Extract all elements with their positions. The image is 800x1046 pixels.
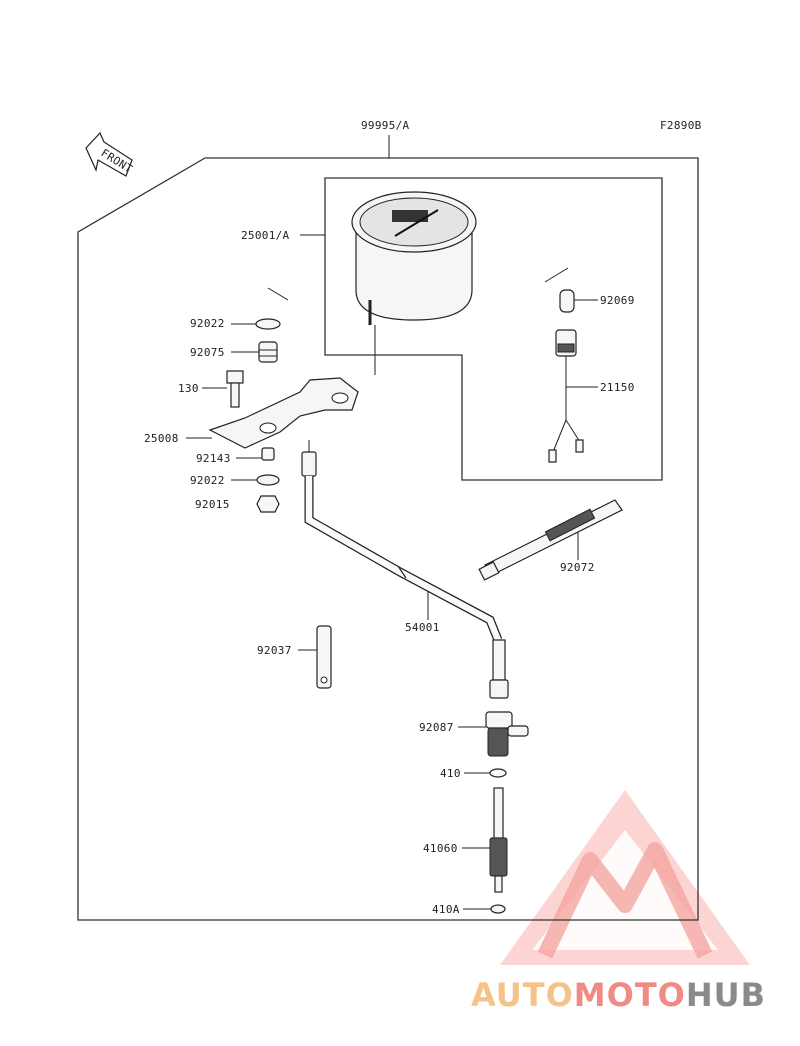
label-25001A: 25001/A bbox=[241, 229, 290, 242]
label-92022-top: 92022 bbox=[190, 317, 225, 330]
label-25008: 25008 bbox=[144, 432, 179, 445]
watermark-hub: HUB bbox=[686, 976, 766, 1014]
gear-shaft-41060 bbox=[489, 787, 508, 893]
washer-410 bbox=[489, 768, 507, 778]
label-410A: 410A bbox=[432, 903, 460, 916]
label-92022-bottom: 92022 bbox=[190, 474, 225, 487]
clamp-92037 bbox=[316, 625, 332, 689]
label-92015: 92015 bbox=[195, 498, 230, 511]
label-130: 130 bbox=[178, 382, 199, 395]
watermark-logo-icon bbox=[500, 790, 750, 965]
band-92072 bbox=[478, 499, 623, 581]
socket-wiring-21150 bbox=[548, 329, 584, 463]
label-410: 410 bbox=[440, 767, 461, 780]
nut-92015 bbox=[256, 495, 280, 513]
watermark-moto: MOTO bbox=[574, 976, 686, 1014]
speedometer-gauge bbox=[351, 191, 477, 375]
label-92069: 92069 bbox=[600, 294, 635, 307]
assembly-frame bbox=[77, 157, 699, 921]
label-92072: 92072 bbox=[560, 561, 595, 574]
label-54001: 54001 bbox=[405, 621, 440, 634]
label-99995A: 99995/A bbox=[361, 119, 410, 132]
watermark-text: AUTOMOTOHUB bbox=[471, 976, 766, 1014]
label-92037: 92037 bbox=[257, 644, 292, 657]
figure-code: F2890B bbox=[660, 119, 702, 132]
label-41060: 41060 bbox=[423, 842, 458, 855]
bulb-92069 bbox=[544, 267, 575, 313]
speedometer-cable-54001 bbox=[301, 440, 509, 699]
meter-subframe bbox=[324, 177, 663, 481]
front-arrow-icon: FRONT bbox=[85, 131, 135, 177]
label-92143: 92143 bbox=[196, 452, 231, 465]
label-21150: 21150 bbox=[600, 381, 635, 394]
watermark-auto: AUTO bbox=[471, 976, 574, 1014]
collar-92143 bbox=[261, 447, 275, 461]
bolt-130 bbox=[226, 370, 244, 408]
washer-92022-top bbox=[255, 287, 289, 330]
gear-housing-92087 bbox=[485, 711, 529, 757]
bracket-25008 bbox=[208, 377, 359, 449]
washer-410A bbox=[490, 904, 506, 914]
washer-92022-bottom bbox=[256, 474, 280, 486]
label-92075: 92075 bbox=[190, 346, 225, 359]
damper-92075 bbox=[258, 341, 278, 363]
label-92087: 92087 bbox=[419, 721, 454, 734]
